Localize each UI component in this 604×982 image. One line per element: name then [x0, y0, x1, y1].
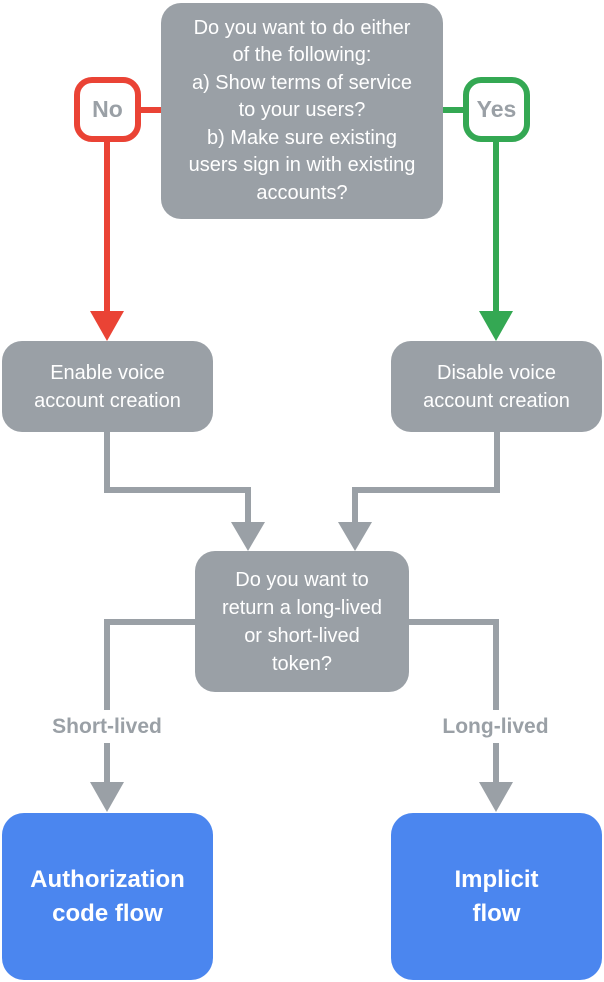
question-node-terms: Do you want to do either of the followin…: [161, 3, 443, 219]
arrow-down-icon: [338, 522, 372, 551]
disable-edge-horizontal: [353, 487, 500, 493]
long-lived-edge-vertical: [493, 619, 499, 782]
short-lived-branch-label: Short-lived: [21, 710, 193, 743]
enable-edge-horizontal: [104, 487, 251, 493]
enable-edge-vertical: [104, 432, 110, 493]
no-edge-vertical: [104, 140, 110, 311]
yes-decision-badge: Yes: [463, 77, 530, 142]
long-lived-branch-label: Long-lived: [411, 710, 580, 743]
question-node-token: Do you want to return a long-lived or sh…: [195, 551, 409, 692]
long-lived-edge-horizontal: [409, 619, 497, 625]
arrow-down-icon: [479, 311, 513, 341]
no-decision-badge: No: [74, 77, 141, 142]
authorization-code-flow-node: Authorization code flow: [2, 813, 213, 980]
arrow-down-icon: [231, 522, 265, 551]
arrow-down-icon: [90, 311, 124, 341]
yes-edge-horizontal: [443, 107, 463, 113]
yes-edge-vertical: [493, 140, 499, 311]
arrow-down-icon: [479, 782, 513, 812]
arrow-down-icon: [90, 782, 124, 812]
implicit-flow-node: Implicit flow: [391, 813, 602, 980]
enable-edge-drop: [245, 487, 251, 523]
disable-voice-account-node: Disable voice account creation: [391, 341, 602, 432]
enable-voice-account-node: Enable voice account creation: [2, 341, 213, 432]
disable-edge-vertical: [494, 432, 500, 493]
short-lived-edge-horizontal: [104, 619, 195, 625]
no-edge-horizontal: [141, 107, 161, 113]
disable-edge-drop: [352, 487, 358, 523]
short-lived-edge-vertical: [104, 619, 110, 782]
